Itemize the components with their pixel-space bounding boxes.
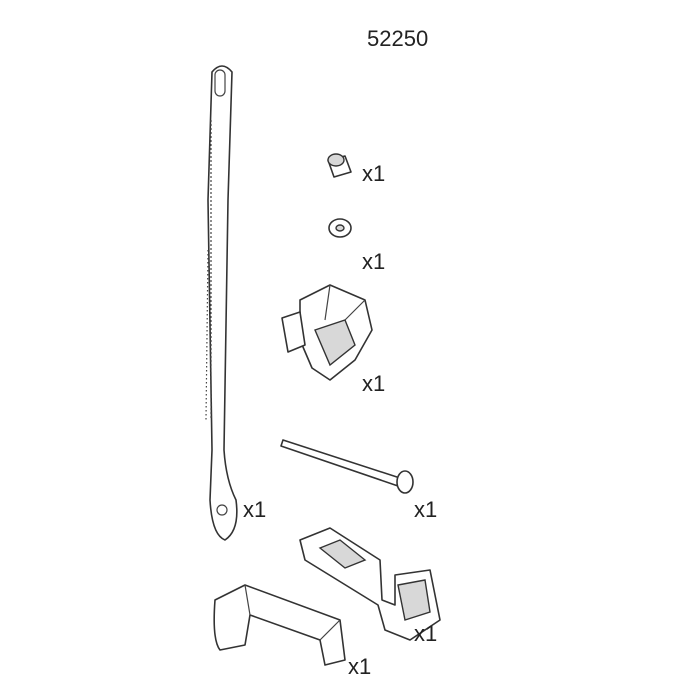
quantity-label-strap-holder: x1 bbox=[414, 621, 438, 646]
part-number: 52250 bbox=[367, 26, 429, 51]
clamp-bracket-drawing bbox=[281, 284, 373, 381]
quantity-label-bolt: x1 bbox=[414, 497, 438, 522]
quantity-label-spacer: x1 bbox=[362, 161, 386, 186]
spacer-drawing bbox=[327, 153, 352, 178]
strap-holder-drawing bbox=[299, 527, 441, 641]
bolt-drawing bbox=[280, 439, 414, 494]
washer-drawing bbox=[328, 218, 352, 238]
quantity-label-strap: x1 bbox=[243, 497, 267, 522]
quantity-label-cradle: x1 bbox=[348, 654, 372, 679]
cradle-drawing bbox=[213, 584, 346, 666]
strap-drawing bbox=[205, 65, 238, 541]
quantity-label-washer: x1 bbox=[362, 249, 386, 274]
quantity-label-clamp-bracket: x1 bbox=[362, 371, 386, 396]
